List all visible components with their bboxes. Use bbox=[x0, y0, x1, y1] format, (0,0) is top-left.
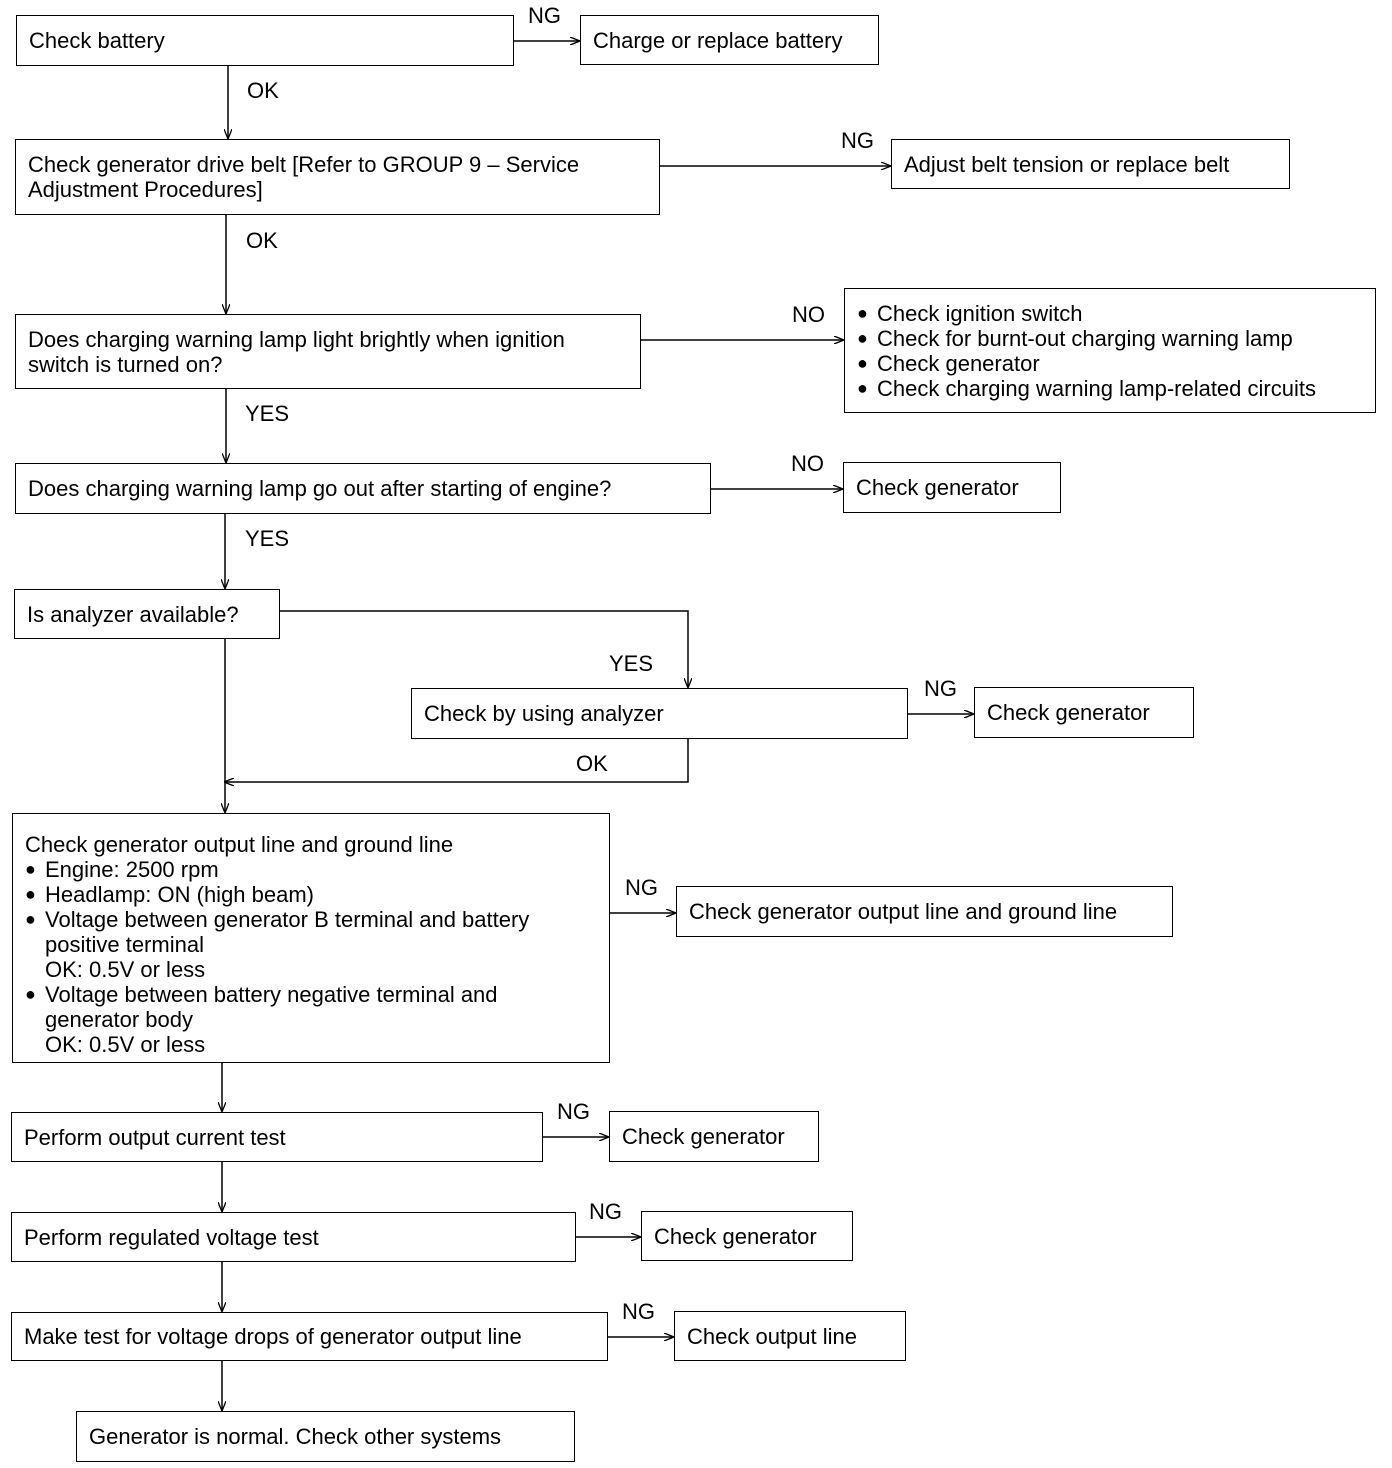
check-generator-text-2: Check generator bbox=[987, 700, 1150, 725]
output-current-test-box: Perform output current test bbox=[11, 1112, 543, 1162]
output-ground-ok: OK: 0.5V or less bbox=[45, 956, 206, 982]
label-no: NO bbox=[792, 302, 825, 327]
label-ng: NG bbox=[557, 1099, 590, 1124]
label-ng: NG bbox=[622, 1299, 655, 1324]
lamp-bright-line-1: Does charging warning lamp light brightl… bbox=[28, 326, 565, 352]
check-generator-box-4: Check generator bbox=[641, 1211, 853, 1261]
lamp-checks-box: Check ignition switch Check for burnt-ou… bbox=[844, 288, 1376, 413]
label-ng: NG bbox=[924, 676, 957, 701]
output-ground-ok: OK: 0.5V or less bbox=[45, 1031, 206, 1057]
lamp-check-item: Check charging warning lamp-related circ… bbox=[857, 376, 1316, 401]
label-yes: YES bbox=[609, 651, 654, 676]
lamp-out-question-box: Does charging warning lamp go out after … bbox=[15, 463, 711, 514]
label-ok: OK bbox=[247, 78, 279, 103]
check-belt-box: Check generator drive belt [Refer to GRO… bbox=[15, 139, 660, 215]
regulated-voltage-test-box: Perform regulated voltage test bbox=[11, 1212, 576, 1262]
output-ground-cont: generator body bbox=[45, 1006, 193, 1032]
output-current-test-text: Perform output current test bbox=[24, 1124, 286, 1150]
check-by-analyzer-box: Check by using analyzer bbox=[411, 688, 908, 739]
output-ground-title: Check generator output line and ground l… bbox=[25, 831, 454, 857]
check-output-ground-text: Check generator output line and ground l… bbox=[689, 899, 1118, 924]
arrow-analyzer-yes bbox=[279, 610, 688, 687]
lamp-bright-line-2: switch is turned on? bbox=[28, 351, 223, 377]
arrow-analyzer-ok bbox=[225, 738, 689, 782]
label-ng: NG bbox=[528, 3, 561, 28]
generator-normal-box: Generator is normal. Check other systems bbox=[76, 1411, 575, 1462]
label-ok: OK bbox=[576, 751, 608, 776]
output-ground-bullet: Engine: 2500 rpm bbox=[25, 857, 219, 882]
adjust-belt-box: Adjust belt tension or replace belt bbox=[891, 139, 1290, 189]
check-generator-box-2: Check generator bbox=[974, 687, 1194, 738]
output-ground-bullet: Voltage between generator B terminal and… bbox=[25, 907, 529, 932]
check-output-ground-box: Check generator output line and ground l… bbox=[676, 886, 1173, 937]
output-ground-cont: positive terminal bbox=[45, 931, 204, 957]
label-ok: OK bbox=[246, 228, 278, 253]
check-generator-box-3: Check generator bbox=[609, 1111, 819, 1162]
label-ng: NG bbox=[589, 1199, 622, 1224]
output-ground-box: Check generator output line and ground l… bbox=[12, 813, 610, 1063]
label-ng: NG bbox=[625, 875, 658, 900]
charge-replace-battery-text: Charge or replace battery bbox=[593, 27, 843, 53]
regulated-voltage-test-text: Perform regulated voltage test bbox=[24, 1224, 319, 1250]
check-output-line-box: Check output line bbox=[674, 1311, 906, 1361]
lamp-out-text: Does charging warning lamp go out after … bbox=[28, 476, 612, 501]
lamp-check-item: Check for burnt-out charging warning lam… bbox=[857, 326, 1293, 351]
check-generator-text-4: Check generator bbox=[654, 1223, 817, 1249]
lamp-check-item: Check ignition switch bbox=[857, 301, 1082, 326]
output-ground-bullet: Voltage between battery negative termina… bbox=[25, 982, 498, 1007]
check-belt-line-2: Adjustment Procedures] bbox=[28, 177, 263, 202]
label-no: NO bbox=[791, 451, 824, 476]
lamp-bright-question-box: Does charging warning lamp light brightl… bbox=[15, 314, 641, 389]
analyzer-available-box: Is analyzer available? bbox=[14, 589, 280, 639]
lamp-check-item: Check generator bbox=[857, 351, 1040, 376]
check-generator-box-1: Check generator bbox=[843, 462, 1061, 513]
check-output-line-text: Check output line bbox=[687, 1323, 857, 1349]
label-ng: NG bbox=[841, 128, 874, 153]
analyzer-available-text: Is analyzer available? bbox=[27, 601, 239, 627]
voltage-drop-test-text: Make test for voltage drops of generator… bbox=[24, 1324, 522, 1349]
check-generator-text-1: Check generator bbox=[856, 475, 1019, 500]
adjust-belt-text: Adjust belt tension or replace belt bbox=[904, 151, 1230, 177]
check-belt-line-1: Check generator drive belt [Refer to GRO… bbox=[28, 152, 580, 177]
output-ground-bullet: Headlamp: ON (high beam) bbox=[25, 882, 314, 907]
label-yes: YES bbox=[245, 401, 290, 426]
label-yes: YES bbox=[245, 526, 290, 551]
voltage-drop-test-box: Make test for voltage drops of generator… bbox=[11, 1312, 608, 1361]
check-battery-text: Check battery bbox=[29, 28, 165, 53]
charge-replace-battery-box: Charge or replace battery bbox=[580, 15, 879, 65]
check-by-analyzer-text: Check by using analyzer bbox=[424, 701, 664, 726]
check-battery-box: Check battery bbox=[16, 15, 514, 66]
generator-normal-text: Generator is normal. Check other systems bbox=[89, 1424, 502, 1449]
check-generator-text-3: Check generator bbox=[622, 1124, 785, 1149]
